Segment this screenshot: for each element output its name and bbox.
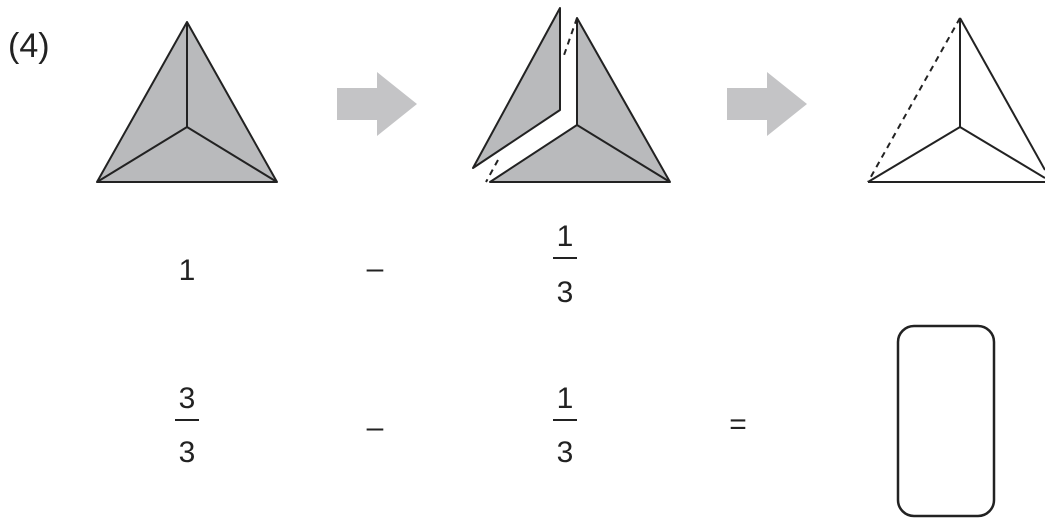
denominator: 3: [179, 436, 196, 469]
denominator: 3: [557, 276, 574, 309]
right-arrow-icon: [727, 72, 807, 136]
removed-piece: [472, 7, 561, 169]
numerator: 3: [179, 382, 196, 415]
outline-inner-left: [867, 126, 961, 183]
denominator: 3: [557, 436, 574, 469]
answer-box[interactable]: [896, 324, 996, 518]
whole-triangle-figure: [96, 21, 278, 183]
inner-line-left: [96, 126, 188, 183]
numerator: 1: [557, 382, 574, 415]
remaining-outline-figure: [867, 17, 1045, 183]
remaining-inner-line: [576, 124, 671, 183]
fraction-three-thirds: 3 3: [175, 382, 199, 469]
minus-sign: –: [367, 411, 384, 444]
removing-third-figure: [472, 7, 671, 183]
numerator: 1: [557, 220, 574, 253]
equals-sign: =: [729, 408, 747, 441]
outline-inner-right: [959, 126, 1045, 179]
fraction-one-third: 1 3: [553, 382, 577, 469]
whole-one: 1: [179, 254, 196, 287]
removed-edge-dashed: [867, 17, 961, 183]
problem-number: (4): [8, 27, 50, 65]
right-arrow-icon: [337, 72, 417, 136]
remaining-piece: [489, 17, 671, 183]
outline-right-edge: [959, 17, 1045, 171]
dashed-edge-top: [562, 17, 578, 59]
inner-line-right: [186, 126, 278, 183]
minus-sign: –: [367, 252, 384, 285]
fraction-one-third: 1 3: [553, 220, 577, 309]
dashed-edge-bottom: [485, 159, 499, 183]
